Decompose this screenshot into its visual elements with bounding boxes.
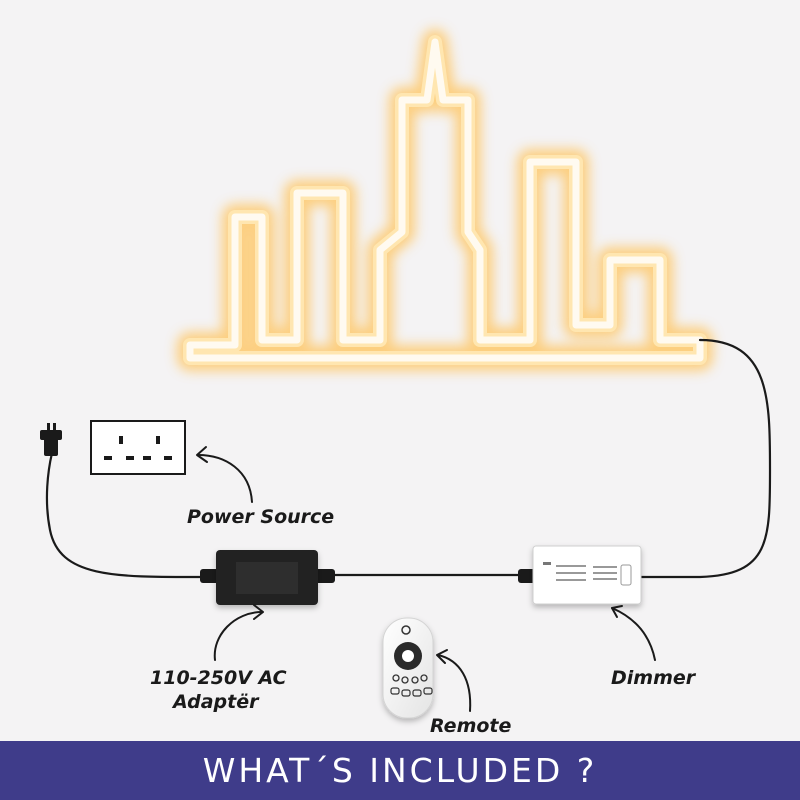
label-remote: Remote: [430, 715, 512, 737]
footer-title: WHAT´S INCLUDED ?: [202, 751, 598, 790]
arrow-remote: [436, 649, 472, 712]
plug-icon: [40, 423, 62, 456]
neon-skyline-sign: [177, 29, 713, 371]
diagram-canvas: [40, 29, 772, 719]
wall-socket-icon: [90, 420, 186, 475]
arrow-dimmer: [611, 605, 656, 661]
dimmer-box: [518, 545, 642, 605]
label-adapter-line1: 110-250V AC: [150, 667, 287, 689]
adapter-box: [200, 550, 335, 605]
arrow-adapter: [213, 604, 264, 661]
cable-adapter-to-plug: [45, 451, 217, 579]
label-power-source: Power Source: [187, 506, 335, 528]
label-adapter: 110-250V AC Adaptër: [150, 666, 287, 714]
arrow-power-source: [196, 446, 253, 503]
cables: [45, 338, 772, 579]
label-adapter-line2: Adaptër: [173, 691, 259, 713]
label-dimmer: Dimmer: [611, 667, 696, 689]
arrows: [196, 446, 656, 712]
cable-sign-to-dimmer: [638, 338, 772, 579]
remote-control: [382, 617, 434, 719]
footer-banner: WHAT´S INCLUDED ?: [0, 741, 800, 800]
